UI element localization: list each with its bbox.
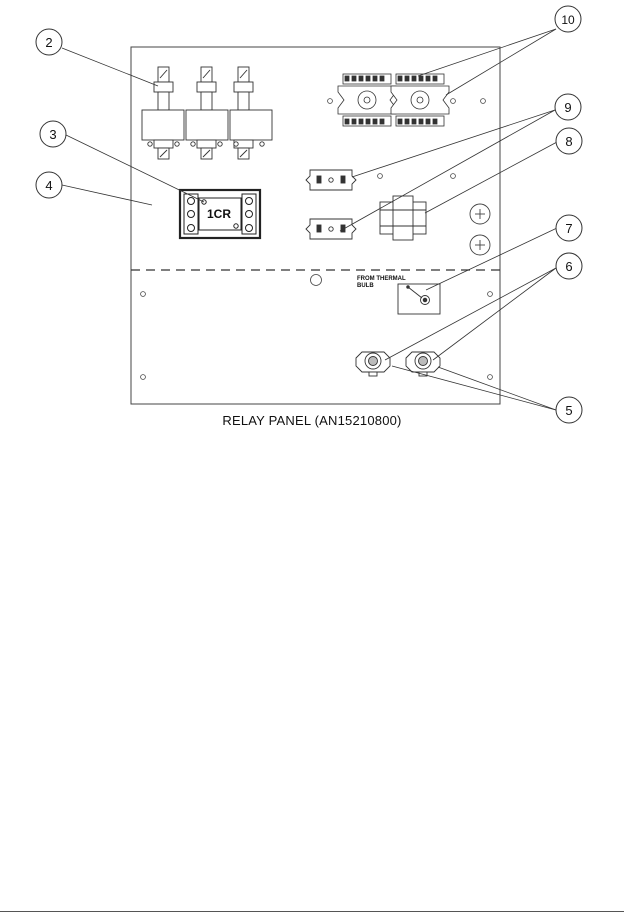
relay-label: 1CR [207, 207, 231, 221]
relay-socket-left [337, 73, 397, 127]
callout-6-label: 6 [565, 259, 572, 274]
leader-lines [61, 28, 558, 411]
receptacle-upper [305, 169, 357, 191]
thermal-bulb-terminal [397, 283, 441, 315]
callout-5: 5 [555, 396, 583, 424]
callout-4: 4 [35, 171, 63, 199]
callout-9-label: 9 [564, 100, 571, 115]
callout-3-label: 3 [49, 127, 56, 142]
fuse-holder-left [141, 66, 185, 160]
callout-8-label: 8 [565, 134, 572, 149]
fuse-holder-right [229, 66, 273, 160]
fuse-holder-center [185, 66, 229, 160]
transformer [379, 195, 427, 241]
callout-9: 9 [554, 93, 582, 121]
control-relay-1cr [178, 188, 262, 240]
thermal-note-line2: BULB [357, 283, 374, 289]
callout-6: 6 [555, 252, 583, 280]
knockout-holes [469, 203, 491, 256]
pilot-light-left [355, 351, 391, 377]
thermal-note-line1: FROM THERMAL [357, 276, 406, 282]
callout-4-label: 4 [45, 178, 52, 193]
callout-7-label: 7 [565, 221, 572, 236]
callout-2: 2 [35, 28, 63, 56]
callout-10-label: 10 [561, 13, 575, 27]
receptacle-lower [305, 218, 357, 240]
callout-8: 8 [555, 127, 583, 155]
callout-7: 7 [555, 214, 583, 242]
mounting-holes [140, 98, 493, 380]
page-bottom-rule [0, 911, 624, 912]
figure-caption: RELAY PANEL (AN15210800) [222, 413, 402, 428]
callout-2-label: 2 [45, 35, 52, 50]
callout-10: 10 [554, 5, 582, 33]
callout-3: 3 [39, 120, 67, 148]
relay-socket-right [390, 73, 450, 127]
pilot-light-right [405, 351, 441, 377]
callout-5-label: 5 [565, 403, 572, 418]
